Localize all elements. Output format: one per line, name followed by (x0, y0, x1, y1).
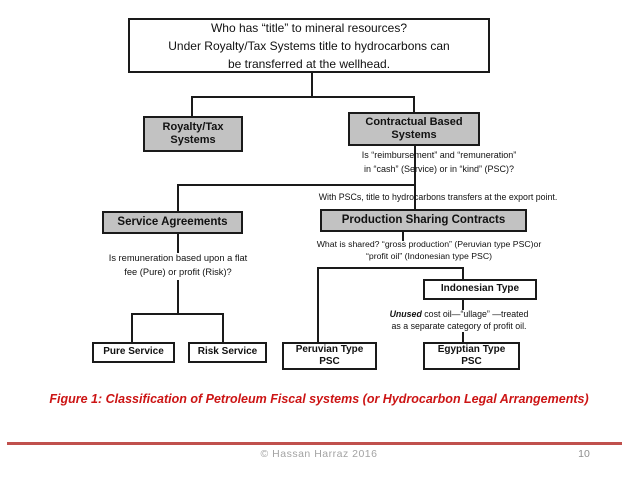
note-unused-rest-text: cost oil—“ullage” —treated as a separate… (391, 309, 529, 331)
connector-to-egyptian (462, 332, 464, 342)
note-flat-fee-question: Is remuneration based upon a flat fee (P… (108, 253, 248, 277)
connector-to-psc (414, 184, 416, 211)
note-export-point: With PSCs, title to hydrocarbons transfe… (318, 192, 558, 202)
footer-rule (7, 442, 622, 445)
connector-level1-bar (191, 96, 415, 98)
connector-to-pure-service (131, 313, 133, 342)
connector-psc-bar (317, 267, 464, 269)
note-unused-cost-oil: Unused cost oil—“ullage” —treated as a s… (374, 309, 544, 332)
node-risk-service: Risk Service (188, 342, 267, 363)
connector-level2-bar (177, 184, 416, 186)
node-royalty-tax-systems: Royalty/Tax Systems (143, 116, 243, 152)
connector-root-stem (311, 73, 313, 98)
node-contractual-based-systems: Contractual Based Systems (348, 112, 480, 146)
node-peruvian-type-psc: Peruvian Type PSC (282, 342, 377, 370)
node-indonesian-type: Indonesian Type (423, 279, 537, 300)
footer-copyright: © Hassan Harraz 2016 (260, 448, 378, 460)
connector-contractual-stem (414, 145, 416, 186)
connector-service-stem-bottom (177, 280, 179, 315)
connector-to-peruvian (317, 267, 319, 342)
connector-to-contractual (413, 96, 415, 114)
connector-to-service-agreements (177, 184, 179, 213)
connector-to-royalty (191, 96, 193, 118)
connector-to-indonesian (462, 267, 464, 279)
connector-psc-stem (402, 232, 404, 241)
note-unused-bold-text: Unused (389, 309, 422, 319)
note-reimbursement-question: Is “reimbursement” and “remuneration” in… (361, 150, 517, 174)
node-title-question: Who has “title” to mineral resources? Un… (128, 18, 490, 73)
node-production-sharing-contracts: Production Sharing Contracts (320, 209, 527, 232)
node-service-agreements: Service Agreements (102, 211, 243, 234)
figure-caption: Figure 1: Classification of Petroleum Fi… (49, 392, 589, 406)
connector-to-risk-service (222, 313, 224, 342)
node-pure-service: Pure Service (92, 342, 175, 363)
node-egyptian-type-psc: Egyptian Type PSC (423, 342, 520, 370)
connector-service-stem-top (177, 234, 179, 253)
connector-indonesian-stem (462, 300, 464, 310)
note-what-is-shared: What is shared? “gross production” (Peru… (316, 239, 542, 261)
connector-service-bar (131, 313, 224, 315)
page-number: 10 (578, 448, 590, 460)
